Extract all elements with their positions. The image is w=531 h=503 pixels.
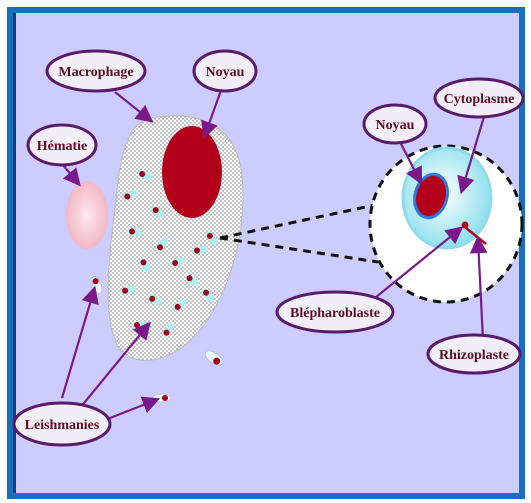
label-rhizoplaste: Rhizoplaste [428,335,520,373]
label-cytoplasme: Cytoplasme [435,79,523,117]
blepharoblast-dot [462,222,469,229]
label-noyau-left-text: Noyau [206,65,245,80]
macrophage-nucleus [162,126,222,218]
label-blepharoblaste-text: Blépharoblaste [290,306,380,321]
erythrocyte [66,181,108,249]
label-macrophage: Macrophage [47,51,145,91]
label-noyau-right: Noyau [364,105,426,143]
label-blepharoblaste: Blépharoblaste [277,292,393,332]
label-hematie-text: Hématie [37,139,88,154]
label-cytoplasme-text: Cytoplasme [444,92,515,107]
label-noyau-right-text: Noyau [376,118,415,133]
label-leishmanies-text: Leishmanies [25,418,100,433]
label-leishmanies: Leishmanies [14,403,110,445]
label-macrophage-text: Macrophage [58,65,133,80]
label-noyau-left: Noyau [194,51,256,91]
label-rhizoplaste-text: Rhizoplaste [439,348,509,363]
label-hematie: Hématie [28,125,96,165]
